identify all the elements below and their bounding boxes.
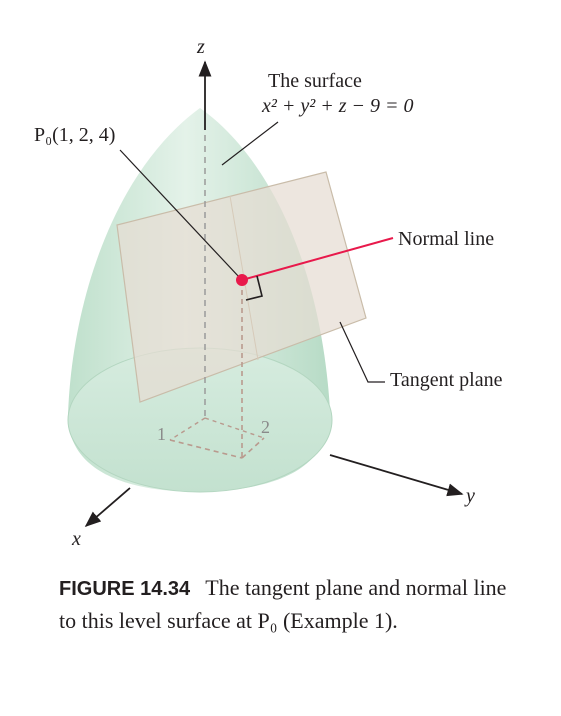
x-axis-label: x xyxy=(72,528,81,550)
figure-number: FIGURE 14.34 xyxy=(59,578,191,600)
tick-label-1: 1 xyxy=(157,424,166,444)
point-p0-label: P₀(1, 2, 4) xyxy=(34,124,116,146)
tangent-plane-leader xyxy=(339,321,385,383)
surface-title: The surface xyxy=(268,70,362,92)
y-axis xyxy=(329,454,464,497)
dashed-x-projection xyxy=(169,439,243,459)
normal-line-label: Normal line xyxy=(398,228,495,250)
point-p0 xyxy=(236,274,248,286)
normal-line xyxy=(241,237,394,281)
point-leader-line xyxy=(119,149,241,279)
right-angle-marker xyxy=(245,275,263,301)
surface-equation: x² + y² + z − 9 = 0 xyxy=(262,95,414,117)
caption-text: The tangent plane and normal line to thi… xyxy=(59,575,507,633)
y-axis-label: y xyxy=(466,485,475,507)
figure-caption: FIGURE 14.34 The tangent plane and norma… xyxy=(59,572,529,637)
surface-leader-line xyxy=(221,121,279,166)
dashed-origin-to-y xyxy=(204,417,265,439)
dashed-origin-to-x xyxy=(169,417,206,441)
tangent-plane-label: Tangent plane xyxy=(390,369,503,391)
z-axis-label: z xyxy=(197,36,205,58)
dashed-y-projection xyxy=(241,437,265,459)
tangent-plane xyxy=(116,171,367,403)
x-axis xyxy=(84,487,131,528)
tick-label-2: 2 xyxy=(261,417,270,437)
